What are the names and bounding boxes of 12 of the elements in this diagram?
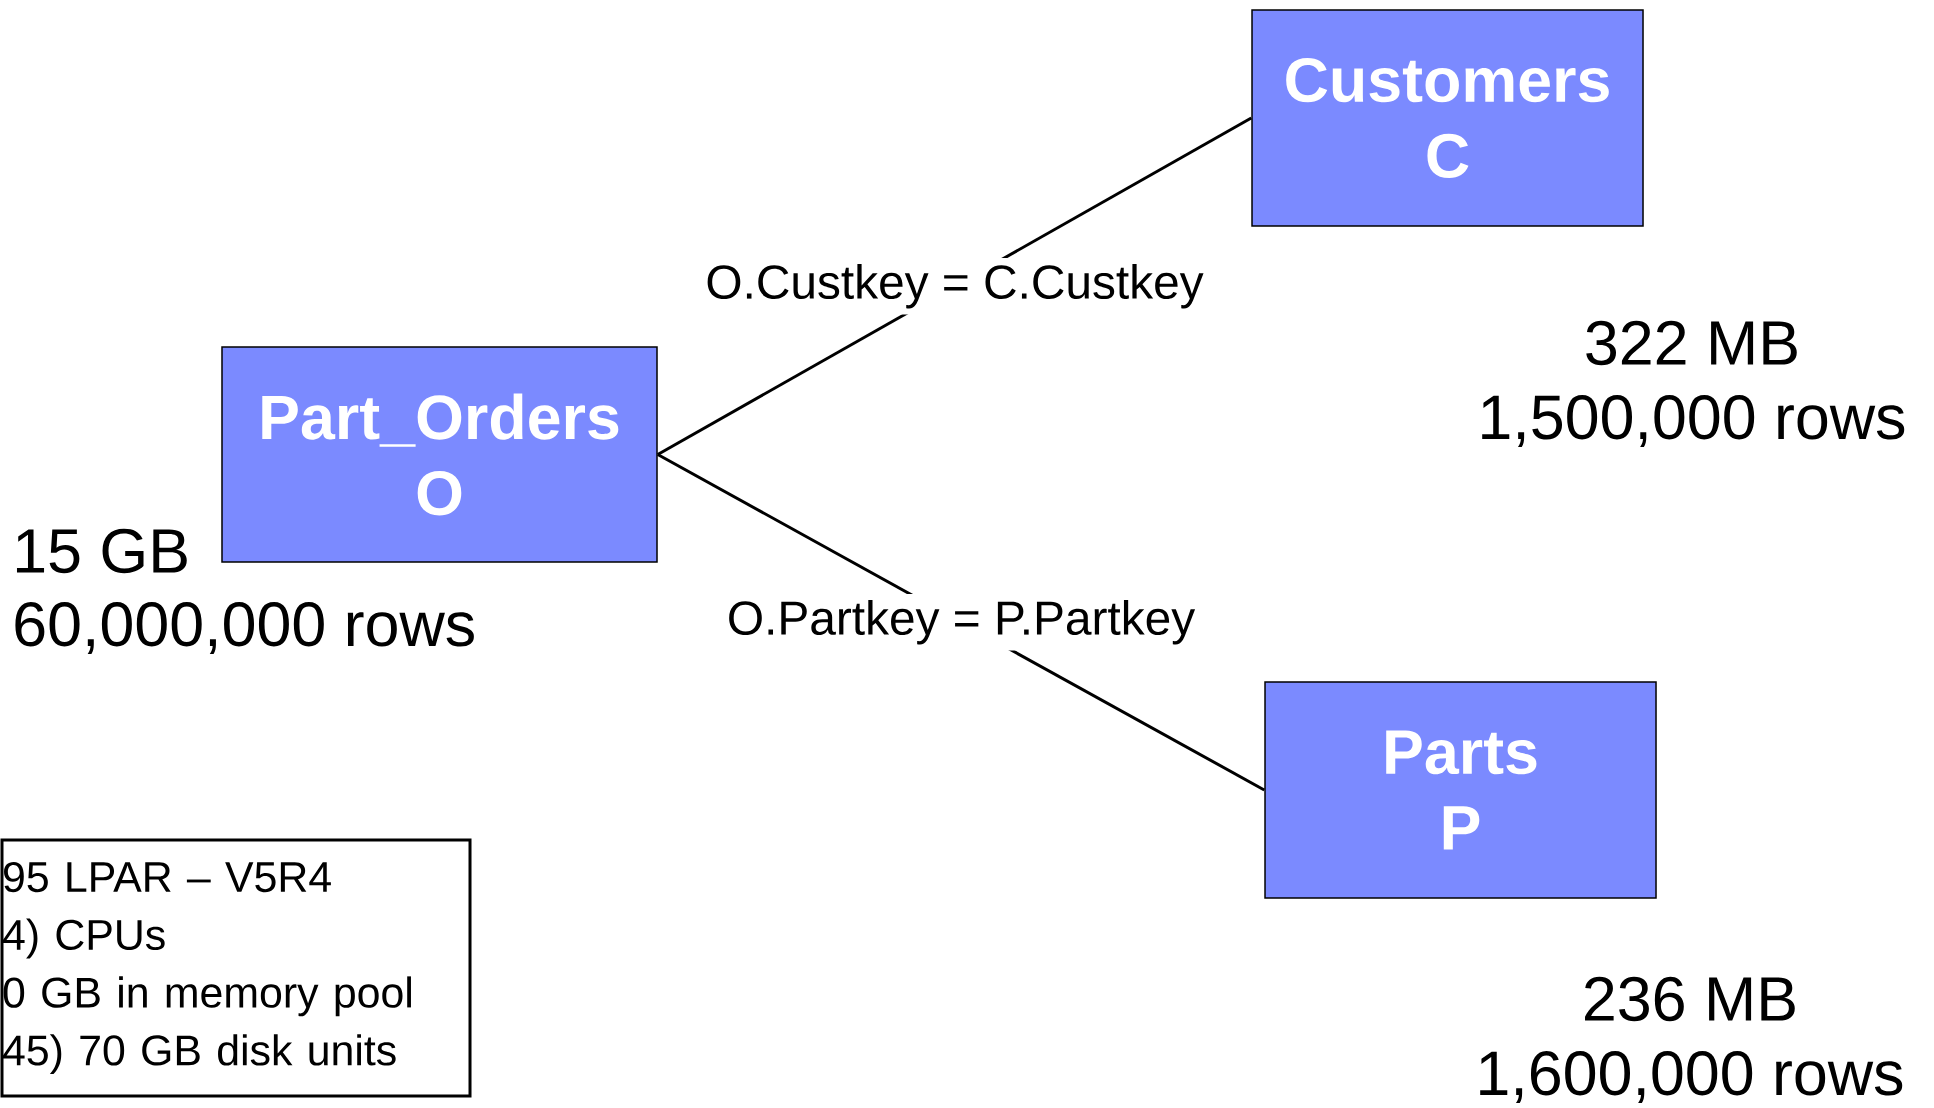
size-label: 236 MB (1585, 976, 1795, 1022)
edge-label: O.Custkey = C.Custkey (707, 263, 1204, 309)
size-label: 60,000,000 rows (15, 602, 474, 654)
table-box: Parts P (1264, 681, 1657, 899)
size-label: 322 MB (1586, 320, 1797, 366)
edge-label: O.Partkey = P.Partkey (729, 599, 1196, 645)
size-label: 15 GB (17, 528, 187, 574)
table-box: Part_Orders O (221, 346, 658, 563)
table-box: Customers C (1251, 9, 1644, 227)
size-label: 1,500,000 rows (1482, 395, 1905, 447)
size-label: 1,600,000 rows (1480, 1051, 1903, 1103)
note-box: 95 LPAR – V5R4 4) CPUs 0 GB in memory pool 45) 70 GB disk units (0, 838, 472, 1098)
